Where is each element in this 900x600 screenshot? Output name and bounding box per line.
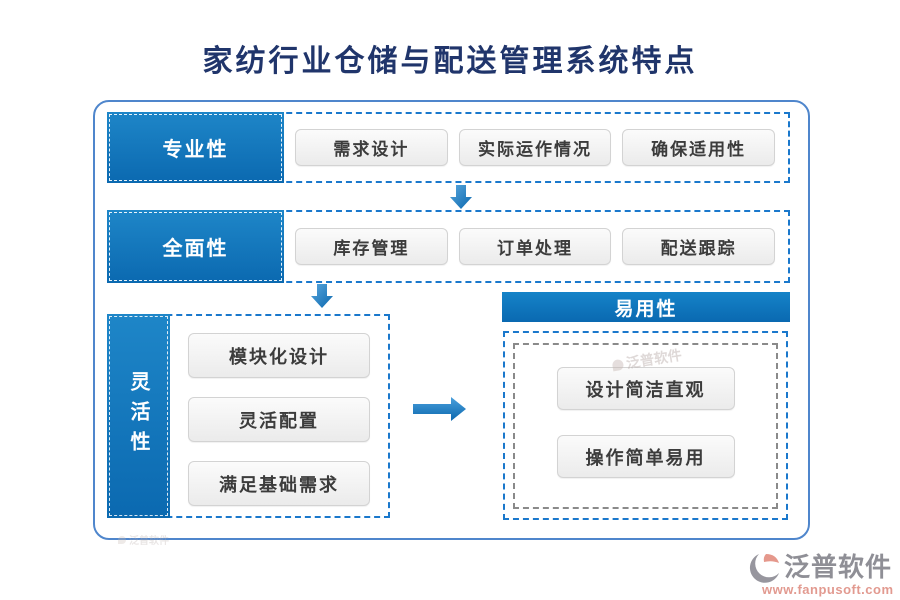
feature-box-inventory-management: 库存管理 bbox=[295, 228, 448, 265]
section-label-usability: 易用性 bbox=[502, 292, 790, 322]
section-label-comprehensiveness: 全面性 bbox=[107, 210, 284, 283]
feature-box-ensure-applicability: 确保适用性 bbox=[622, 129, 776, 166]
feature-box-easy-operation: 操作简单易用 bbox=[556, 435, 735, 478]
feature-box-requirement-design: 需求设计 bbox=[295, 129, 448, 166]
feature-box-delivery-tracking: 配送跟踪 bbox=[622, 228, 776, 265]
section-flexibility: 灵活性 模块化设计 灵活配置 满足基础需求 bbox=[107, 314, 390, 518]
feature-box-flexible-configuration: 灵活配置 bbox=[188, 397, 370, 442]
section-comprehensiveness: 全面性 库存管理 订单处理 配送跟踪 bbox=[107, 210, 790, 283]
arrow-down-icon bbox=[450, 185, 472, 209]
brand-logo: 泛普软件 www.fanpusoft.com bbox=[748, 552, 898, 597]
fanpu-logo-icon bbox=[749, 554, 779, 583]
brand-name: 泛普软件 bbox=[784, 552, 893, 582]
arrow-down-icon bbox=[311, 284, 333, 308]
feature-box-modular-design: 模块化设计 bbox=[188, 333, 370, 378]
section-items: 模块化设计 灵活配置 满足基础需求 bbox=[188, 333, 370, 506]
usability-inner-frame: 设计简洁直观 操作简单易用 bbox=[513, 343, 778, 509]
arrow-right-icon bbox=[413, 397, 466, 421]
feature-box-actual-operation: 实际运作情况 bbox=[458, 129, 612, 166]
feature-box-meet-basic-needs: 满足基础需求 bbox=[188, 461, 370, 506]
section-professionalism: 专业性 需求设计 实际运作情况 确保适用性 bbox=[107, 112, 790, 183]
section-items: 需求设计 实际运作情况 确保适用性 bbox=[295, 114, 776, 181]
section-items: 库存管理 订单处理 配送跟踪 bbox=[295, 212, 776, 281]
outer-frame bbox=[93, 100, 810, 540]
feature-box-order-processing: 订单处理 bbox=[458, 228, 612, 265]
feature-box-simple-intuitive-design: 设计简洁直观 bbox=[556, 367, 735, 410]
section-label-professionalism: 专业性 bbox=[107, 112, 284, 183]
brand-url: www.fanpusoft.com bbox=[762, 582, 894, 597]
section-label-flexibility: 灵活性 bbox=[107, 314, 170, 518]
page-title: 家纺行业仓储与配送管理系统特点 bbox=[202, 45, 698, 78]
section-usability: 设计简洁直观 操作简单易用 bbox=[503, 331, 788, 520]
